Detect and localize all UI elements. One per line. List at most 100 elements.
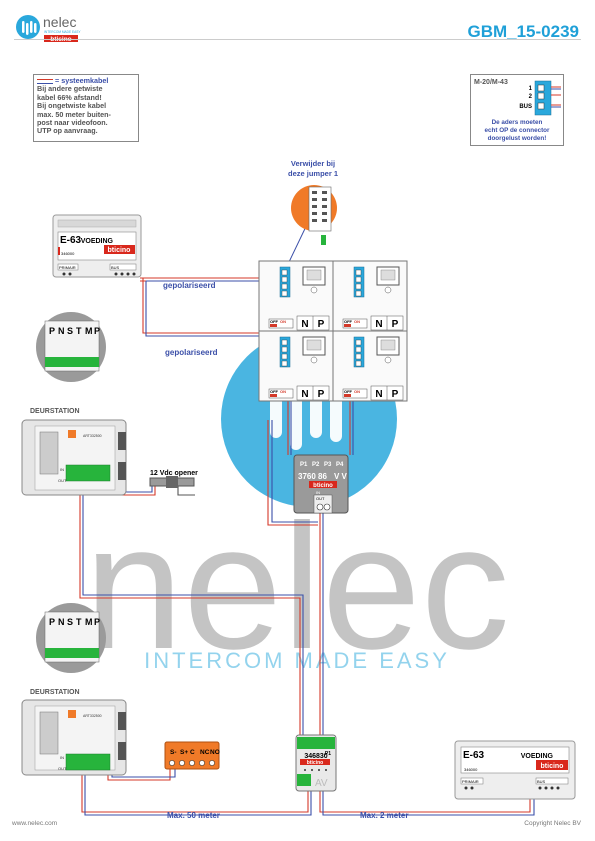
brand-logo[interactable]: nelec INTERCOM MADE EASY bticino [14, 12, 114, 49]
interface-p1: P1 [325, 751, 331, 757]
watermark-tagline: INTERCOM MADE EASY [144, 648, 450, 673]
cable-label-polarized-1: gepolariseerd [163, 281, 216, 290]
monitor-label-n: N [301, 389, 308, 400]
cable-label-polarized-2: gepolariseerd [165, 348, 218, 357]
header-divider [14, 39, 581, 40]
svg-text:P4: P4 [336, 462, 344, 468]
footer-website[interactable]: www.nelec.com [12, 820, 58, 827]
door-station-1-code: ART332500 [83, 434, 102, 438]
relay-terminal-screw [179, 760, 185, 766]
connector-note-box: M-20/M-43 1 2 BUS De aders moeten echt O… [470, 74, 564, 146]
legend-line: Bij ongetwiste kabel [37, 101, 107, 111]
distributor-ports: P1 P2 P3 P4 [300, 462, 344, 468]
monitor-switch [342, 388, 368, 399]
jumper-callout [291, 185, 337, 245]
power-bottom-brand: bticino [541, 763, 564, 770]
relay-terminal-screw [169, 760, 175, 766]
connector-model: M-20/M-43 [474, 79, 508, 86]
monitor-label-p: P [392, 389, 399, 400]
door-station-2-in: IN [60, 755, 64, 760]
monitor-switch-off: OFF [270, 319, 279, 324]
power-top-model: E-63 [60, 235, 82, 246]
distributor-out: OUT [316, 496, 325, 501]
dip-label: P [49, 617, 55, 627]
legend-box: = systeemkabel Bij andere getwiste kabel… [33, 74, 139, 142]
interface-brand: bticino [307, 760, 323, 766]
distributor-vv: V V [334, 472, 348, 481]
watermark-brand: nelec [84, 487, 510, 686]
door-station-1-out: OUT [58, 478, 67, 483]
monitor-switch-on: ON [354, 319, 360, 324]
svg-text:P2: P2 [312, 462, 320, 468]
monitor-switch-off: OFF [270, 389, 279, 394]
monitor-knob [384, 356, 392, 364]
monitor-switch [268, 318, 294, 329]
dip-label: S [67, 326, 73, 336]
power-top-primair: PRIMAIR [59, 265, 76, 270]
monitor-knob [384, 286, 392, 294]
relay-terminal-label: S- [170, 749, 177, 756]
relay-terminal-screw [209, 760, 215, 766]
connector-terminal-1: 1 [529, 86, 533, 92]
power-top-bus: BUS [111, 265, 120, 270]
monitor-knob [310, 286, 318, 294]
distributor-brand: bticino [313, 483, 333, 489]
power-bottom-code: 346000 [464, 767, 478, 772]
door-station-2 [21, 699, 127, 776]
dip-label: N [58, 617, 65, 627]
dip-magnifier-1 [36, 312, 106, 382]
dip-label: P [94, 326, 100, 336]
monitor-switch-off: OFF [344, 389, 353, 394]
relay-module [164, 741, 220, 770]
document-code: GBM_15-0239 [467, 22, 579, 41]
dip-label: M [85, 326, 93, 336]
jumper-note-line-2: deze jumper 1 [288, 169, 338, 178]
power-top-label: VOEDING [81, 238, 114, 245]
relay-terminal-screw [189, 760, 195, 766]
dip-label: T [76, 617, 82, 627]
power-top-code: 346000 [61, 251, 75, 256]
svg-text:P3: P3 [324, 462, 332, 468]
power-bottom-primair: PRIMAIR [462, 779, 479, 784]
door-station-1-in: IN [60, 467, 64, 472]
av-interface [295, 734, 337, 792]
monitor-switch [268, 388, 294, 399]
dip-label: P [49, 326, 55, 336]
connector-note-line: echt OP de connector [485, 127, 551, 134]
legend-line: UTP op aanvraag. [37, 126, 98, 136]
system-cable-swatch [37, 78, 53, 84]
dip-label: S [67, 617, 73, 627]
power-bottom-label: VOEDING [521, 753, 554, 760]
relay-terminal-label: NC [200, 749, 210, 756]
relay-terminal-screw [199, 760, 205, 766]
logo-brand: nelec [43, 14, 76, 30]
monitor-label-n: N [301, 319, 308, 330]
jumper-note-line-1: Verwijder bij [291, 159, 335, 168]
dip-label: T [76, 326, 82, 336]
logo-tagline: INTERCOM MADE EASY [44, 30, 81, 34]
monitor-label-n: N [375, 319, 382, 330]
relay-terminal-label: NO [210, 749, 220, 756]
monitor-switch-on: ON [354, 389, 360, 394]
door-station-2-label: DEURSTATION [30, 689, 80, 696]
dip-label: M [85, 617, 93, 627]
dip-magnifier-2 [36, 603, 106, 673]
connector-note-line: De aders moeten [492, 119, 543, 126]
interface-code: 346830 [304, 753, 327, 760]
dip-label: P [94, 617, 100, 627]
door-station-2-code: ART332500 [83, 714, 102, 718]
relay-terminal-label: S+ [180, 749, 188, 756]
monitor-switch [342, 318, 368, 329]
cable-label-max-2: Max. 2 meter [360, 811, 408, 820]
distributor [293, 454, 349, 514]
monitor-switch-off: OFF [344, 319, 353, 324]
monitor-label-n: N [375, 389, 382, 400]
cable-label-opener: 12 Vdc opener [150, 470, 198, 477]
distributor-in: IN [316, 490, 320, 495]
interface-av: AV [315, 778, 328, 789]
